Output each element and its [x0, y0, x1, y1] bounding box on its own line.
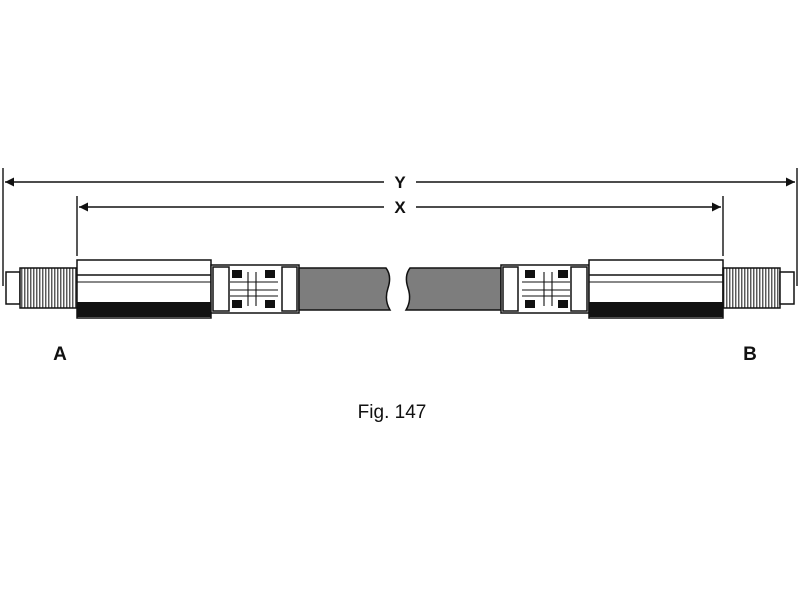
dimension-x-label: X — [394, 198, 406, 217]
hose-right-segment — [404, 267, 502, 311]
hose-left-segment — [298, 267, 392, 311]
end-label-b: B — [743, 344, 757, 365]
right-thread — [722, 267, 781, 309]
dimension-y-label: Y — [394, 173, 406, 192]
left-thread-tip — [5, 271, 21, 305]
right-end-fitting — [500, 259, 795, 319]
end-label-a: A — [53, 344, 67, 365]
figure-caption: Fig. 147 — [358, 402, 427, 423]
dimension-x: X — [79, 198, 721, 217]
dimension-y: Y — [5, 173, 795, 192]
left-end-fitting — [5, 259, 300, 319]
left-thread — [19, 267, 78, 309]
extension-lines — [2, 168, 798, 286]
right-thread-tip — [779, 271, 795, 305]
